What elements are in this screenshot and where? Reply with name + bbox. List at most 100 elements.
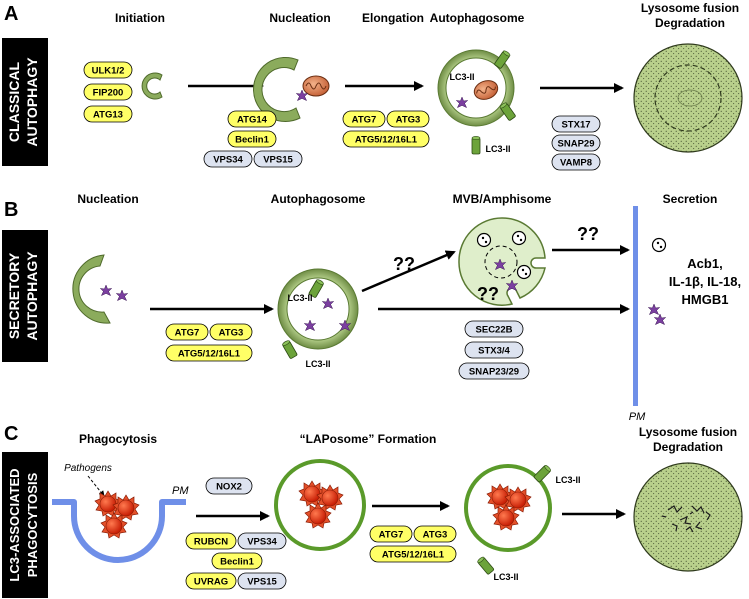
unknown-mark-b1: ?? [393,254,415,274]
svg-text:ATG3: ATG3 [219,328,244,339]
mitochondrion-a2 [473,80,499,100]
svg-text:ATG5/12/16L1: ATG5/12/16L1 [178,349,241,360]
header-autophagosome-b: Autophagosome [271,192,366,206]
elongation-protein-atg5-b: ATG5/12/16L1 [165,344,253,362]
svg-text:STX3/4: STX3/4 [478,346,510,357]
panel-b-side-label-line-1: SECRETORY [6,252,22,339]
header-autophagosome-a: Autophagosome [430,11,525,25]
svg-text:NOX2: NOX2 [216,482,242,493]
header-lysosome-fusion-a: Lysosome fusion [641,1,739,15]
exosome-vesicle-2 [511,230,527,246]
lc3-label-b1: LC3-II [287,293,312,303]
secretion-protein-snap2329: SNAP23/29 [458,362,530,380]
svg-text:ATG7: ATG7 [379,530,404,541]
secretion-protein-stx34: STX3/4 [464,341,524,359]
lc3-icon-a2 [471,135,481,155]
panel-b-letter: B [4,199,18,221]
svg-text:UVRAG: UVRAG [194,577,228,588]
svg-text:VPS34: VPS34 [213,155,243,166]
cargo-star-b8 [648,303,660,315]
panel-b: B SECRETORY AUTOPHAGY Nucleation Autopha… [2,192,741,423]
svg-text:ULK1/2: ULK1/2 [92,66,125,77]
lc3-label-b2: LC3-II [305,359,330,369]
mitochondrion-a1 [302,75,330,97]
svg-text:ATG7: ATG7 [175,328,200,339]
phagophore-small [141,72,163,100]
nucleation-protein-vps34: VPS34 [203,150,253,168]
header-mvb: MVB/Amphisome [453,192,552,206]
header-secretion: Secretion [663,192,718,206]
plasma-membrane-cup [52,499,186,563]
elongation-protein-atg7-a: ATG7 [342,110,386,128]
fusion-protein-snap29: SNAP29 [551,134,601,152]
unknown-mark-b2: ?? [577,224,599,244]
fusion-protein-vamp8: VAMP8 [551,153,601,171]
elongation-protein-atg7-b: ATG7 [165,323,209,341]
cargo-star-b9 [654,313,666,325]
panel-a: A CLASSICAL AUTOPHAGY Initiation Nucleat… [2,1,743,171]
svg-text:STX17: STX17 [561,120,590,131]
nucleation-protein-vps15: VPS15 [253,150,303,168]
svg-text:SEC22B: SEC22B [476,325,513,336]
pm-label-b: PM [629,411,646,423]
elongation-protein-atg3-c: ATG3 [413,525,457,543]
lc3-label-a1: LC3-II [449,72,474,82]
fusion-protein-stx17: STX17 [551,115,601,133]
svg-text:RUBCN: RUBCN [194,537,228,548]
pathogens-label: Pathogens [64,463,112,474]
pathogens-pointer [87,475,105,497]
lysosome-a [633,43,743,153]
header-lysosome-fusion-c: Lysosome fusion [639,425,737,439]
complex-protein-beclin1-c: Beclin1 [211,552,263,570]
phagophore-b [72,254,111,324]
initiation-protein-atg13: ATG13 [83,105,133,123]
arrow-b2 [361,250,456,293]
panel-c-side-label-line-1: LC3-ASSOCIATED [7,468,22,581]
header-phagocytosis: Phagocytosis [79,432,157,446]
svg-text:ATG5/12/16L1: ATG5/12/16L1 [355,135,418,146]
header-initiation: Initiation [115,11,165,25]
panel-c-side-label-bg [2,452,48,598]
secretion-protein-sec22b: SEC22B [464,320,524,338]
unknown-mark-b3: ?? [477,284,499,304]
mvb-amphisome [458,217,546,306]
nucleation-protein-beclin1: Beclin1 [227,130,277,148]
lc3-label-a2: LC3-II [485,144,510,154]
pm-label-c: PM [172,485,189,497]
secreted-cargo-line-3: HMGB1 [682,292,729,307]
lc3-label-c2: LC3-II [493,572,518,582]
panel-c-letter: C [4,423,18,445]
initiation-protein-ulk: ULK1/2 [83,61,133,79]
panel-c-side-label-line-2: PHAGOCYTOSIS [25,472,40,577]
protein-nox2: NOX2 [205,477,253,495]
complex-protein-vps34-c: VPS34 [237,532,287,550]
initiation-protein-fip200: FIP200 [83,83,133,101]
header-nucleation-a: Nucleation [269,11,330,25]
svg-text:SNAP29: SNAP29 [558,139,595,150]
svg-text:SNAP23/29: SNAP23/29 [469,367,519,378]
svg-text:VPS34: VPS34 [247,537,277,548]
svg-text:VPS15: VPS15 [247,577,277,588]
panel-a-letter: A [4,3,18,25]
cargo-star-b1 [100,284,112,296]
svg-text:ATG14: ATG14 [237,115,268,126]
elongation-protein-atg3-b: ATG3 [209,323,253,341]
elongation-protein-atg7-c: ATG7 [369,525,413,543]
secreted-cargo-line-1: Acb1, [687,256,722,271]
secreted-vesicle [651,237,667,253]
svg-text:ATG3: ATG3 [396,115,421,126]
header-degradation-c: Degradation [653,440,723,454]
panel-a-side-label-bg [2,38,48,166]
elongation-protein-atg5-a: ATG5/12/16L1 [342,130,430,148]
svg-text:ATG7: ATG7 [352,115,377,126]
header-nucleation-b: Nucleation [77,192,138,206]
exosome-vesicle-3 [516,264,532,280]
plasma-membrane-b [633,206,638,406]
lc3-icon-c1 [533,463,553,483]
elongation-protein-atg5-c: ATG5/12/16L1 [369,545,457,563]
svg-text:VAMP8: VAMP8 [560,158,592,169]
complex-protein-rubcn: RUBCN [185,532,237,550]
panel-a-side-label-line-2: AUTOPHAGY [24,57,40,147]
lc3-icon-b2 [281,339,298,360]
header-degradation-a: Degradation [655,16,725,30]
